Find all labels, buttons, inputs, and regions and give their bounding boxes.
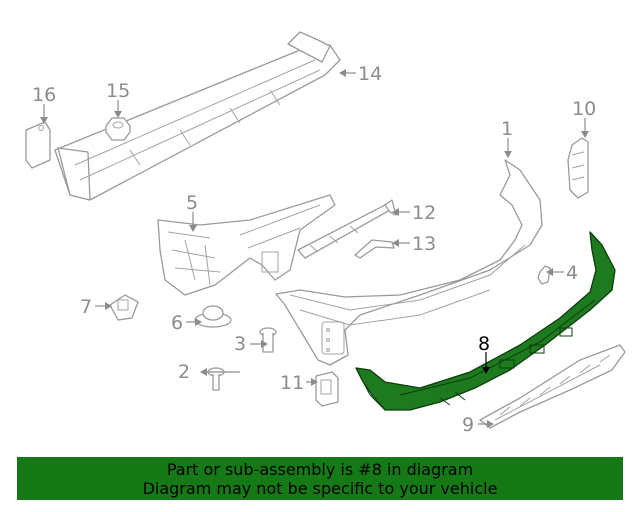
banner-line-1: Part or sub-assembly is #8 in diagram bbox=[166, 460, 474, 479]
part-4-clip bbox=[537, 265, 551, 285]
part-12-strip bbox=[297, 199, 397, 259]
part-11-sensor-bracket bbox=[315, 371, 339, 407]
callout-9: 9 bbox=[462, 414, 474, 436]
callout-10: 10 bbox=[572, 98, 596, 120]
part-2-screw bbox=[207, 367, 225, 391]
part-9-diffuser bbox=[479, 344, 626, 429]
part-info-banner: Part or sub-assembly is #8 in diagram Di… bbox=[17, 457, 623, 500]
callout-5: 5 bbox=[186, 192, 198, 214]
part-14-reinforcement-beam bbox=[54, 31, 341, 201]
callout-12: 12 bbox=[412, 202, 436, 224]
callout-2: 2 bbox=[178, 361, 190, 383]
part-5-bracket bbox=[157, 194, 336, 296]
callout-7: 7 bbox=[80, 296, 92, 318]
part-16-pad bbox=[25, 121, 51, 169]
callout-8-highlighted: 8 bbox=[478, 333, 490, 355]
callout-11: 11 bbox=[280, 372, 304, 394]
part-6-grommet bbox=[194, 305, 232, 328]
callout-14: 14 bbox=[358, 63, 382, 85]
callout-leaders bbox=[40, 69, 589, 428]
callout-3: 3 bbox=[234, 333, 246, 355]
callout-4: 4 bbox=[566, 262, 578, 284]
callout-1: 1 bbox=[501, 118, 513, 140]
part-10-side-bracket bbox=[567, 137, 589, 199]
part-7-clip bbox=[109, 294, 139, 321]
callout-13: 13 bbox=[412, 233, 436, 255]
part-13-wire-bracket bbox=[354, 239, 395, 259]
part-1-bumper-cover bbox=[275, 159, 543, 366]
banner-line-2: Diagram may not be specific to your vehi… bbox=[142, 479, 498, 498]
callout-15: 15 bbox=[106, 80, 130, 102]
callout-6: 6 bbox=[171, 312, 183, 334]
parts-diagram: 1 2 3 4 5 6 7 8 9 10 11 12 13 14 15 16 bbox=[25, 31, 626, 436]
callout-16: 16 bbox=[32, 84, 56, 106]
part-8-lower-panel-highlighted bbox=[355, 231, 616, 411]
part-15-nut bbox=[105, 117, 131, 141]
part-3-push-rivet bbox=[259, 327, 277, 353]
